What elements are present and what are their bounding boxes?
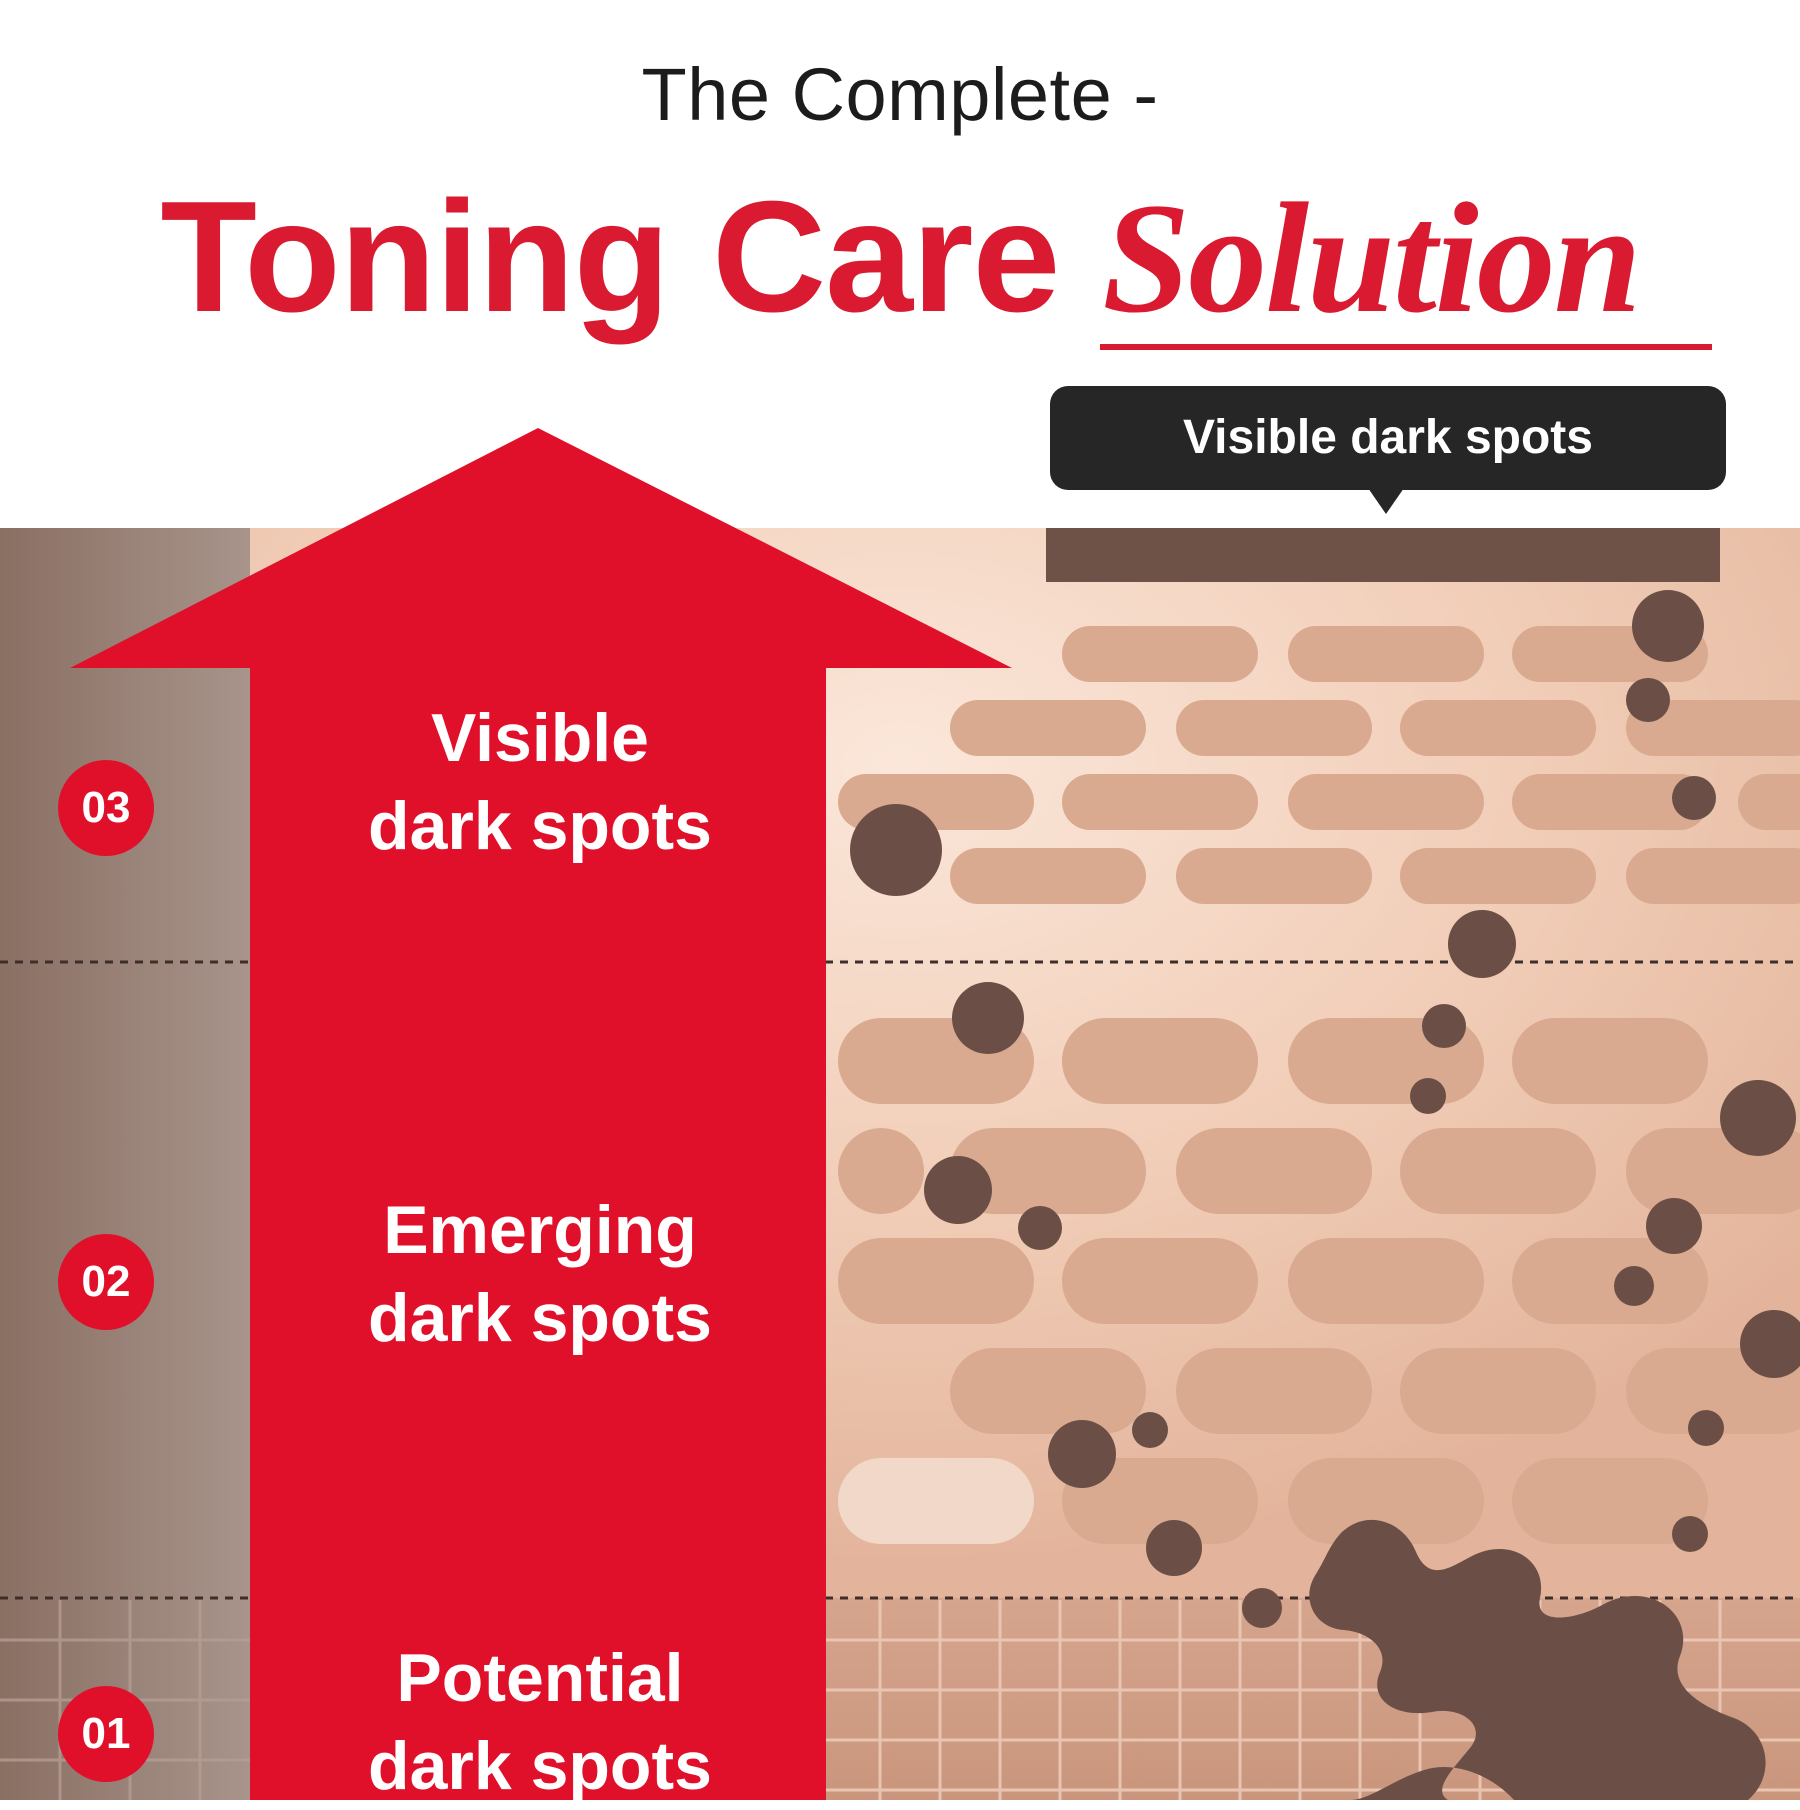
surface-dark-band [1046, 528, 1720, 582]
dark-spot [1720, 1080, 1796, 1156]
level-label-line1: Emerging [383, 1192, 697, 1268]
level-label-03: Visible dark spots [300, 694, 780, 870]
header-title-accent: Solution [1102, 171, 1641, 346]
dark-spot [1672, 1516, 1708, 1552]
level-label-02: Emerging dark spots [300, 1186, 780, 1362]
pigment-splat [1309, 1519, 1766, 1800]
dark-spot [1048, 1420, 1116, 1488]
dark-spot [1688, 1410, 1724, 1446]
level-label-line2: dark spots [368, 1728, 712, 1804]
level-badge-03: 03 [58, 760, 154, 856]
dark-spot [1146, 1520, 1202, 1576]
dark-spot [1448, 910, 1516, 978]
middle-skin-cells [838, 1018, 1800, 1544]
dark-spot [1018, 1206, 1062, 1250]
upper-skin-cells [838, 626, 1800, 904]
level-label-01: Potential dark spots [300, 1634, 780, 1810]
dark-spot [1740, 1310, 1800, 1378]
level-badge-01: 01 [58, 1686, 154, 1782]
up-arrow [70, 428, 1012, 1800]
left-shadow-strip [0, 528, 250, 1800]
dark-spot [1614, 1266, 1654, 1306]
dark-spots [850, 590, 1800, 1628]
dark-spot [1410, 1078, 1446, 1114]
visible-spots-callout: Visible dark spots [1050, 386, 1726, 490]
level-label-line2: dark spots [368, 1280, 712, 1356]
level-badge-02: 02 [58, 1234, 154, 1330]
dark-spot [850, 804, 942, 896]
level-label-line1: Potential [396, 1640, 684, 1716]
dark-spot [952, 982, 1024, 1054]
dark-spot [1632, 590, 1704, 662]
dark-spot [1132, 1412, 1168, 1448]
dark-spot [924, 1156, 992, 1224]
level-label-line2: dark spots [368, 788, 712, 864]
header-title: Toning Care Solution [0, 178, 1800, 338]
header-title-main: Toning Care [160, 169, 1103, 345]
dark-spot [1646, 1198, 1702, 1254]
dark-spot [1422, 1004, 1466, 1048]
callout-pointer [1368, 488, 1404, 514]
dark-spot [1672, 776, 1716, 820]
title-underline [1100, 344, 1712, 350]
dark-spot [1626, 678, 1670, 722]
dark-spot [1242, 1588, 1282, 1628]
level-label-line1: Visible [431, 700, 649, 776]
header-subtitle: The Complete - [641, 53, 1159, 136]
